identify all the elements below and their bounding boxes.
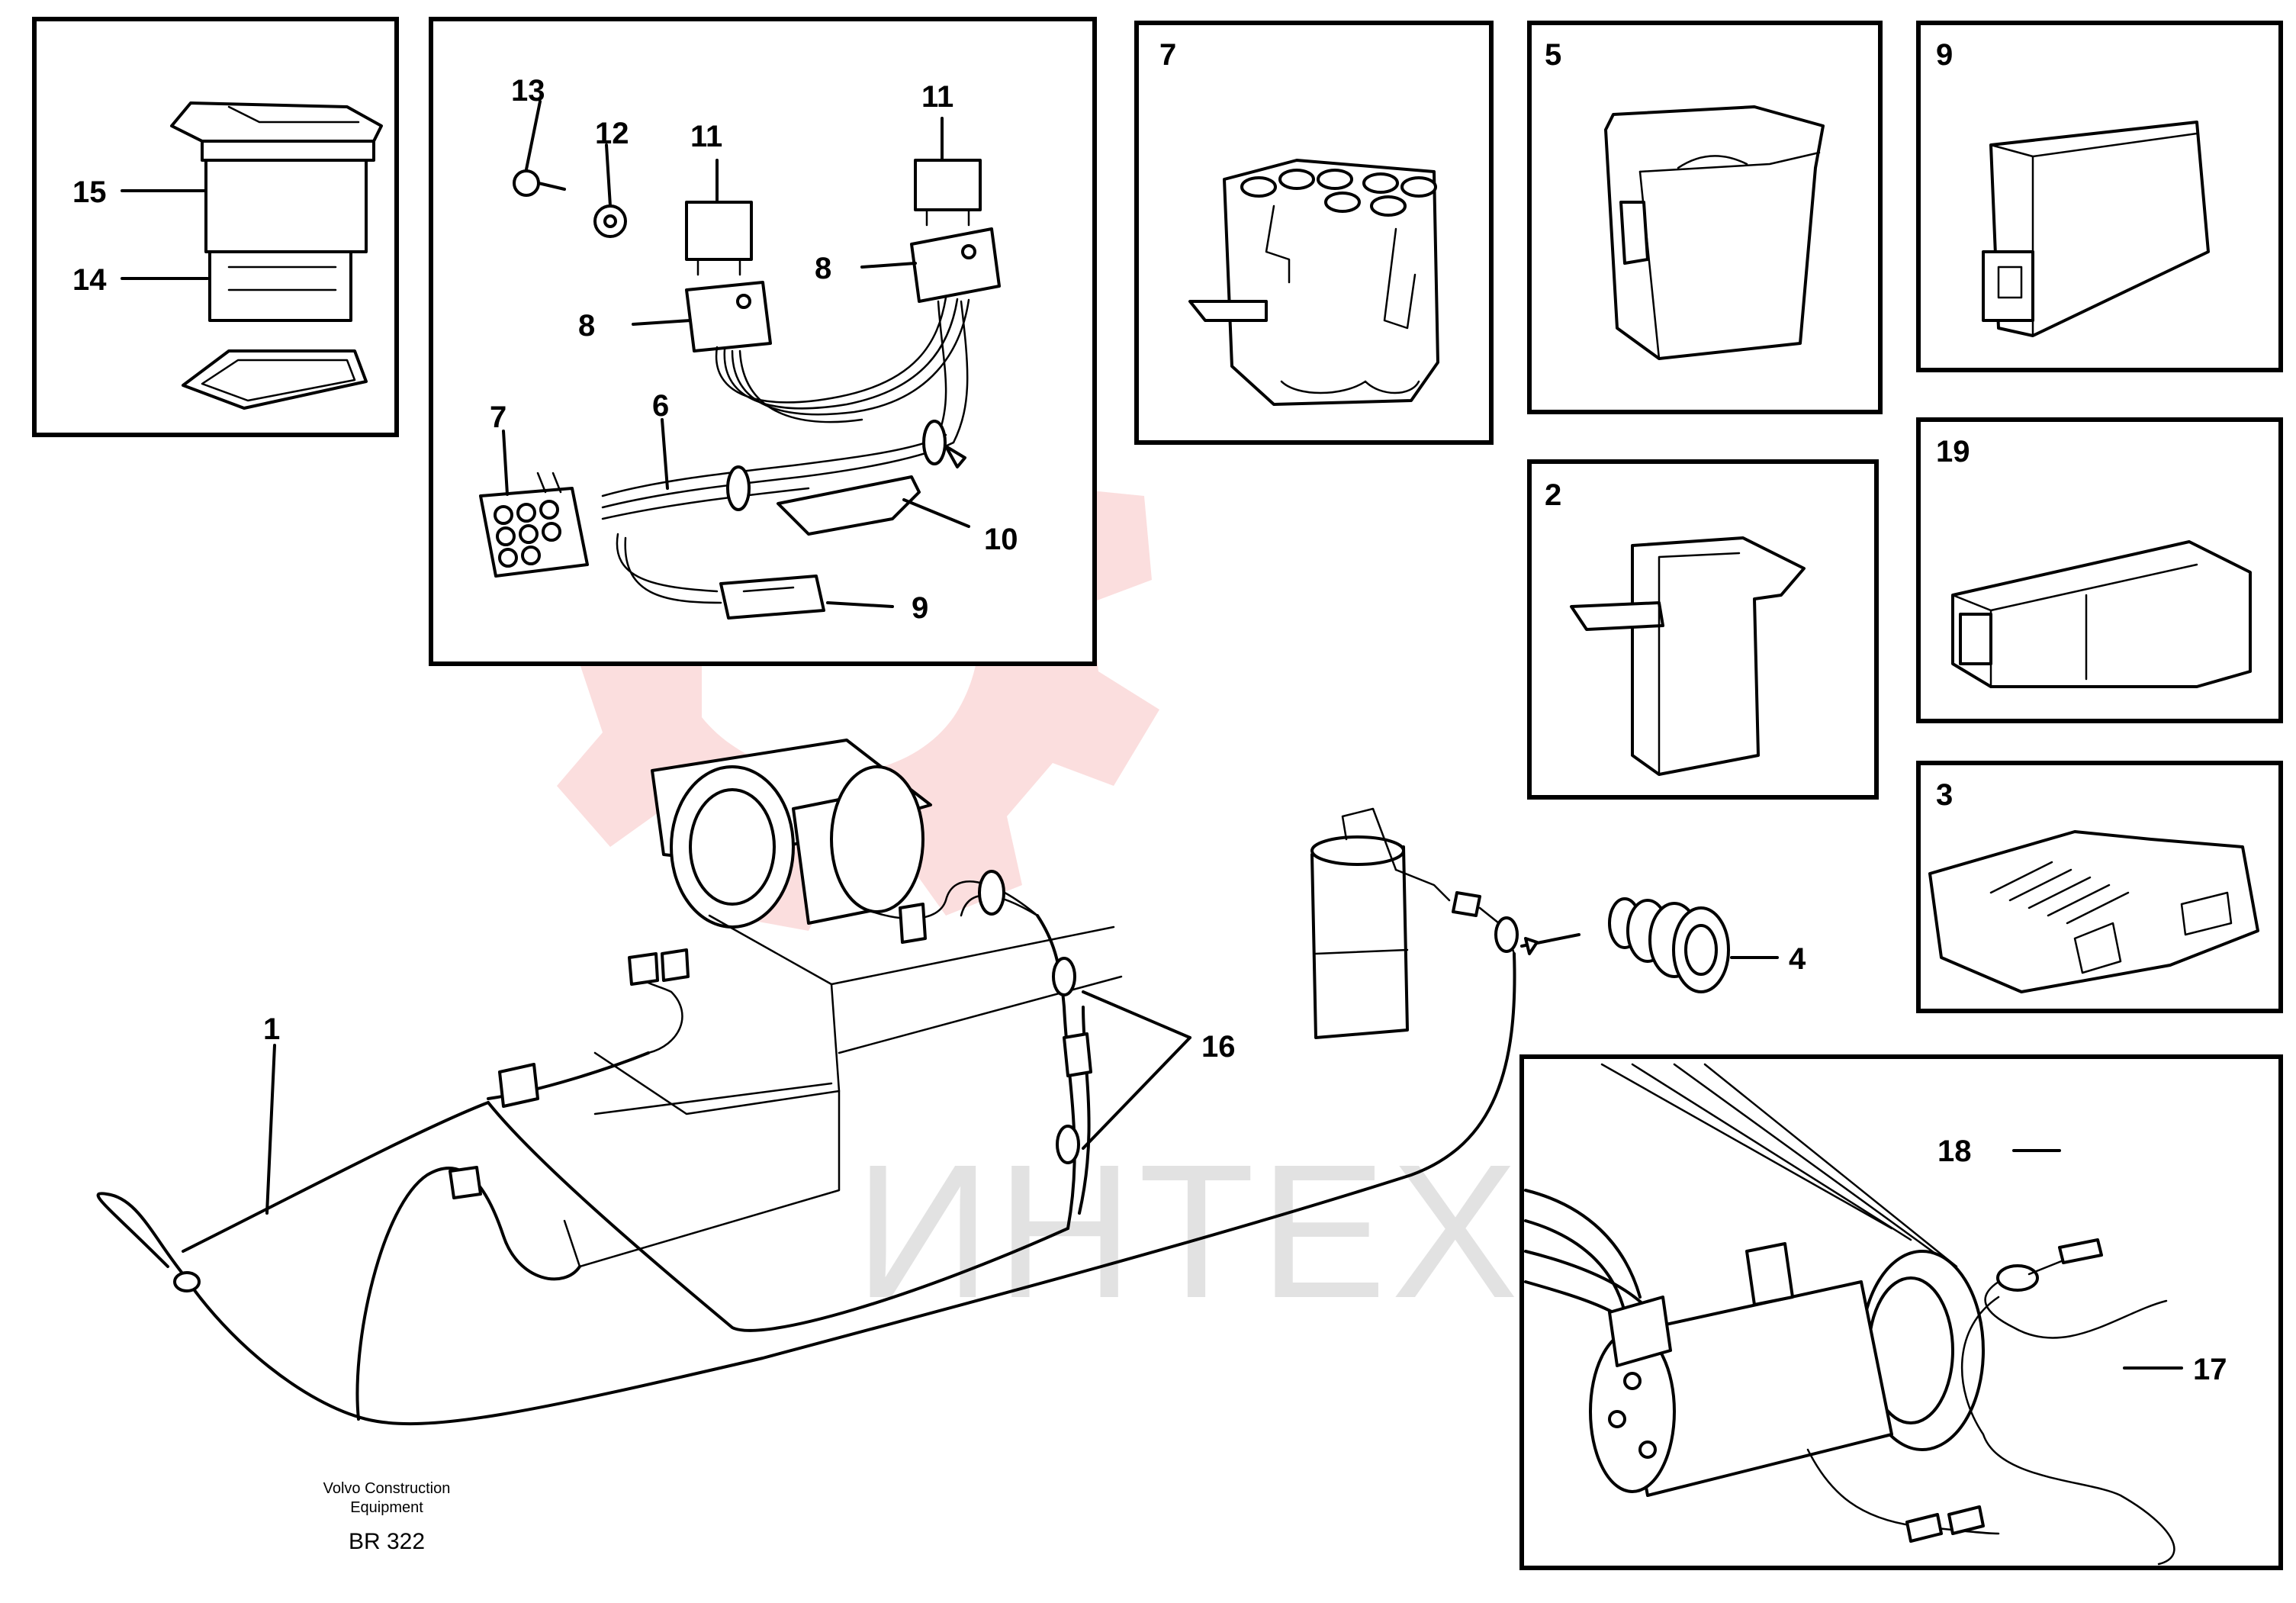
cable-tie-left xyxy=(726,465,751,511)
drive-belt xyxy=(1600,1063,1958,1268)
blower-housing xyxy=(651,739,932,929)
harness-connectors xyxy=(173,870,1092,1292)
callout-5: 5 xyxy=(1545,38,1561,72)
callout-16: 16 xyxy=(1201,1030,1236,1064)
panel-connector-3: 3 xyxy=(1916,761,2283,1013)
callout-15: 15 xyxy=(72,175,107,209)
callout-4: 4 xyxy=(1789,942,1806,976)
leader-8a xyxy=(632,319,692,326)
callout-2: 2 xyxy=(1545,478,1561,512)
connector-9-pin xyxy=(479,472,589,578)
callout-1: 1 xyxy=(263,1012,280,1046)
watermark-text: ИНТЕХ xyxy=(854,1125,1523,1337)
panel-connector-19: 19 xyxy=(1916,417,2283,723)
leader-16a xyxy=(1082,1036,1191,1150)
callout-12: 12 xyxy=(595,117,629,150)
callout-11a: 11 xyxy=(690,120,722,153)
leader-12 xyxy=(605,143,612,208)
leader-7 xyxy=(502,430,509,496)
callout-9a: 9 xyxy=(912,591,928,625)
callout-13: 13 xyxy=(511,74,545,108)
drawing-number: BR 322 xyxy=(349,1529,425,1554)
pressure-switch-connector xyxy=(1452,891,1519,955)
rocker-switch xyxy=(170,101,383,322)
leader-8b xyxy=(860,262,917,269)
callout-8a: 8 xyxy=(578,309,595,343)
leader-10 xyxy=(902,498,970,528)
panel-connector-2: 2 xyxy=(1527,459,1879,800)
leader-9a xyxy=(826,601,894,608)
callout-9b: 9 xyxy=(1936,38,1953,72)
relay-socket-right xyxy=(910,227,1001,303)
callout-8b: 8 xyxy=(815,252,831,285)
clutch-wire xyxy=(1806,1238,2175,1566)
callout-11b: 11 xyxy=(921,80,953,114)
panel-connector-5: 5 xyxy=(1527,21,1883,414)
callout-14: 14 xyxy=(72,263,107,297)
receiver-drier xyxy=(1310,807,1451,1039)
ac-hoses xyxy=(1524,1189,1672,1367)
callout-10: 10 xyxy=(984,523,1018,556)
washer xyxy=(593,204,627,238)
leader-1 xyxy=(265,1044,276,1215)
publisher-line-1: Volvo Construction xyxy=(323,1480,451,1497)
panel-relay-harness: 13 12 11 11 8 8 7 6 10 9 xyxy=(429,17,1097,666)
panel-connector-9: 9 xyxy=(1916,21,2283,372)
rubber-boot xyxy=(1520,897,1730,993)
callout-7a: 7 xyxy=(490,401,506,434)
callout-7b: 7 xyxy=(1159,38,1176,72)
leader-13 xyxy=(525,100,542,171)
connector-2-pin xyxy=(719,575,825,620)
callout-3: 3 xyxy=(1936,778,1953,812)
switch-gasket xyxy=(182,349,368,410)
callout-6: 6 xyxy=(652,389,669,423)
relay-left xyxy=(685,201,753,276)
relay-socket-left xyxy=(685,281,772,352)
ac-compressor xyxy=(1589,1242,1985,1497)
leader-6 xyxy=(661,418,669,490)
leader-16b xyxy=(1082,990,1191,1039)
harness-wires xyxy=(601,296,970,604)
publisher-line-2: Equipment xyxy=(350,1499,423,1516)
callout-17: 17 xyxy=(2193,1353,2227,1386)
panel-compressor: 18 17 xyxy=(1519,1054,2283,1570)
callout-19: 19 xyxy=(1936,435,1970,468)
panel-switch: 15 14 xyxy=(32,17,399,437)
insulation-sleeve xyxy=(777,475,921,536)
panel-connector-7: 7 xyxy=(1134,21,1494,445)
relay-right xyxy=(914,159,982,227)
heater-box xyxy=(563,914,1123,1268)
cable-tie-right xyxy=(922,420,966,468)
callout-18: 18 xyxy=(1937,1135,1972,1168)
